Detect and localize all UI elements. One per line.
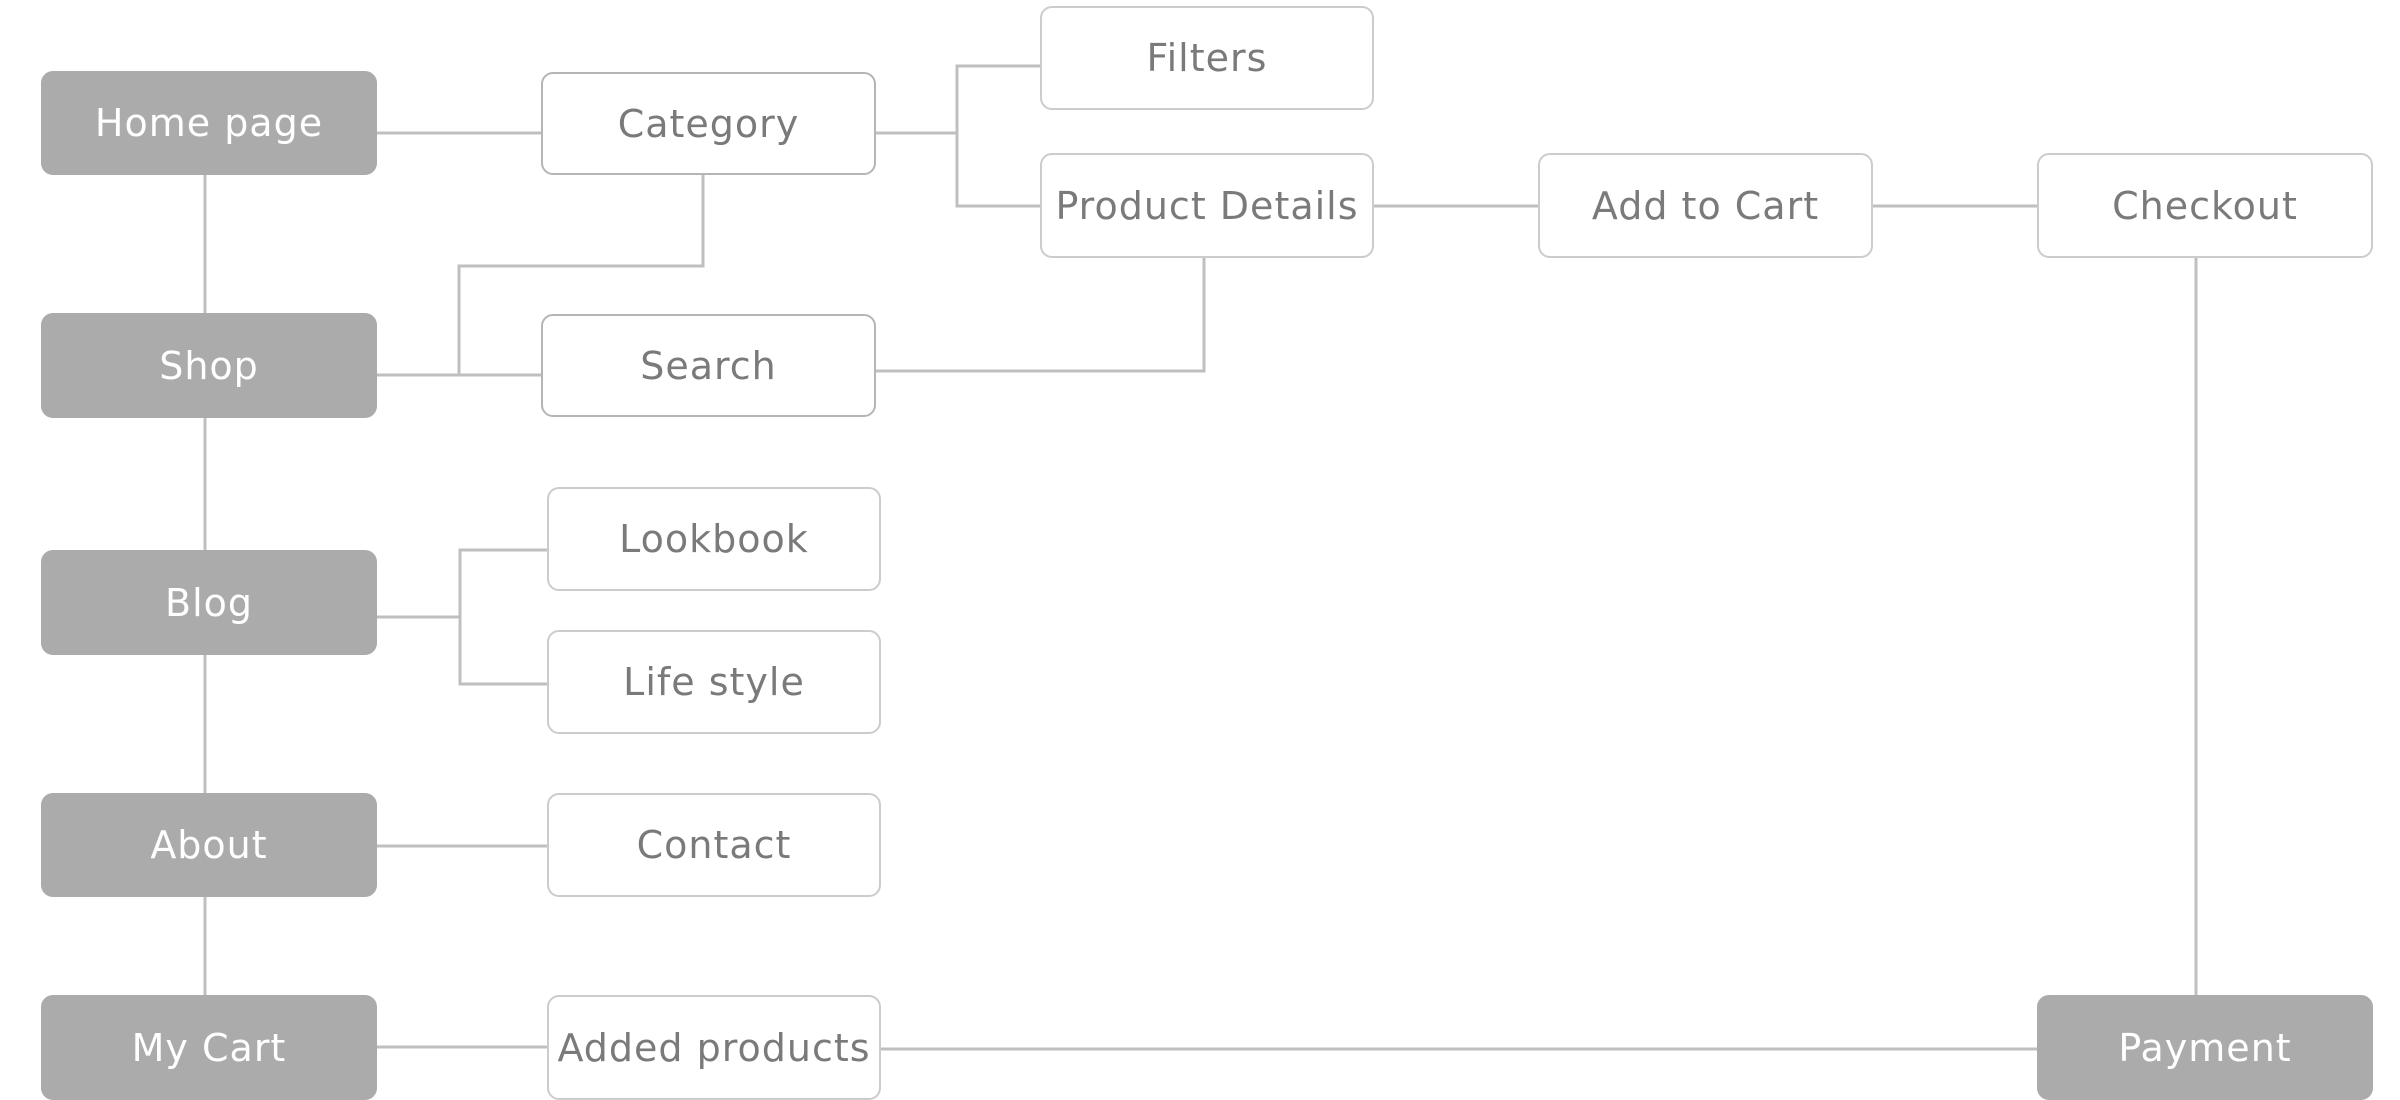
node-life-style[interactable]: Life style	[547, 630, 881, 734]
node-search[interactable]: Search	[541, 314, 876, 417]
node-product-details[interactable]: Product Details	[1040, 153, 1374, 258]
node-contact[interactable]: Contact	[547, 793, 881, 897]
node-checkout[interactable]: Checkout	[2037, 153, 2373, 258]
node-blog[interactable]: Blog	[41, 550, 377, 655]
node-lookbook[interactable]: Lookbook	[547, 487, 881, 591]
node-filters[interactable]: Filters	[1040, 6, 1374, 110]
node-my-cart[interactable]: My Cart	[41, 995, 377, 1100]
node-category[interactable]: Category	[541, 72, 876, 175]
node-added-products[interactable]: Added products	[547, 995, 881, 1100]
node-add-to-cart[interactable]: Add to Cart	[1538, 153, 1873, 258]
node-home-page[interactable]: Home page	[41, 71, 377, 175]
node-about[interactable]: About	[41, 793, 377, 897]
node-shop[interactable]: Shop	[41, 313, 377, 418]
node-payment[interactable]: Payment	[2037, 995, 2373, 1100]
